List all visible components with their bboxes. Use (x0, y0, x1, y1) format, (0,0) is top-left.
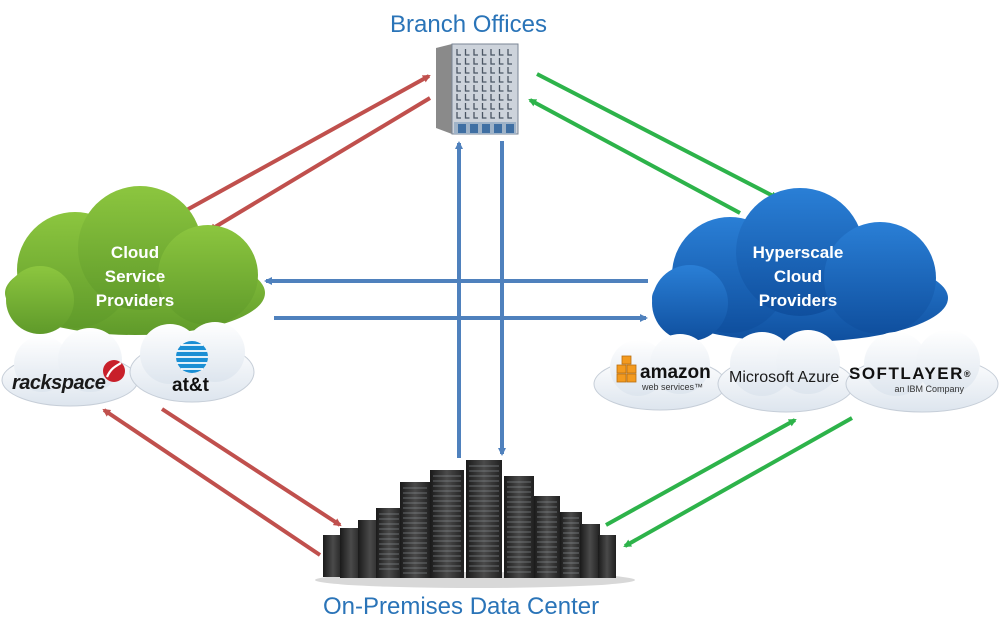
server-racks-icon (315, 460, 635, 588)
arrow-red (182, 74, 431, 214)
hyperscale-cloud-providers-label: Hyperscale Cloud Providers (718, 241, 878, 313)
arrow-red (102, 408, 322, 557)
cloud-service-providers-cloud (5, 186, 265, 335)
data-center-label: On-Premises Data Center (323, 593, 600, 620)
edge-branch-hyperscale (528, 72, 779, 215)
hyperscale-cloud-providers-label-line: Providers (758, 291, 838, 310)
azure-logo: Microsoft Azure (729, 369, 840, 386)
cloud-service-providers-label-line: Cloud (110, 243, 160, 262)
edge-csp-datacenter (102, 407, 342, 557)
rackspace-logo: rackspace (12, 372, 106, 394)
arrow-green (528, 98, 741, 215)
rackspace-logo-icon (103, 360, 125, 382)
cloud-service-providers-label: Cloud Service Providers (65, 241, 205, 313)
cloud-service-providers-label-line: Service (104, 267, 166, 286)
softlayer-logo-tm: ® (963, 369, 973, 379)
softlayer-logo-name: SOFTLAYER (849, 364, 964, 383)
softlayer-logo: SOFTLAYER® an IBM Company (849, 365, 972, 395)
edge-csp-branch (182, 74, 432, 232)
hyperscale-cloud-providers-label-line: Hyperscale (752, 243, 844, 262)
edge-branch-datacenter (455, 141, 506, 458)
amazon-logo: amazon web services™ (640, 362, 711, 392)
amazon-cloud (593, 334, 727, 411)
att-logo: at&t (172, 375, 209, 396)
att-globe-icon (176, 341, 208, 373)
edge-hyperscale-datacenter (605, 416, 853, 548)
cloud-service-providers-label-line: Providers (95, 291, 175, 310)
softlayer-cloud (845, 330, 999, 413)
arrow-green (623, 416, 853, 548)
amazon-logo-tm: ™ (694, 382, 704, 392)
office-building-icon (436, 43, 519, 135)
amazon-logo-name: amazon (640, 362, 711, 383)
branch-offices-label: Branch Offices (390, 11, 547, 38)
arrow-red (160, 407, 342, 527)
amazon-boxes-icon (616, 355, 637, 383)
hyperscale-cloud-providers-label-line: Cloud (773, 267, 823, 286)
arrow-green (605, 418, 797, 527)
amazon-logo-sub: web services (642, 382, 695, 392)
arrow-green (536, 72, 779, 200)
hyperscale-cloud-providers-cloud (652, 188, 948, 342)
arrow-red (208, 96, 432, 232)
softlayer-logo-sub: an IBM Company (894, 384, 965, 394)
azure-cloud (717, 330, 855, 413)
